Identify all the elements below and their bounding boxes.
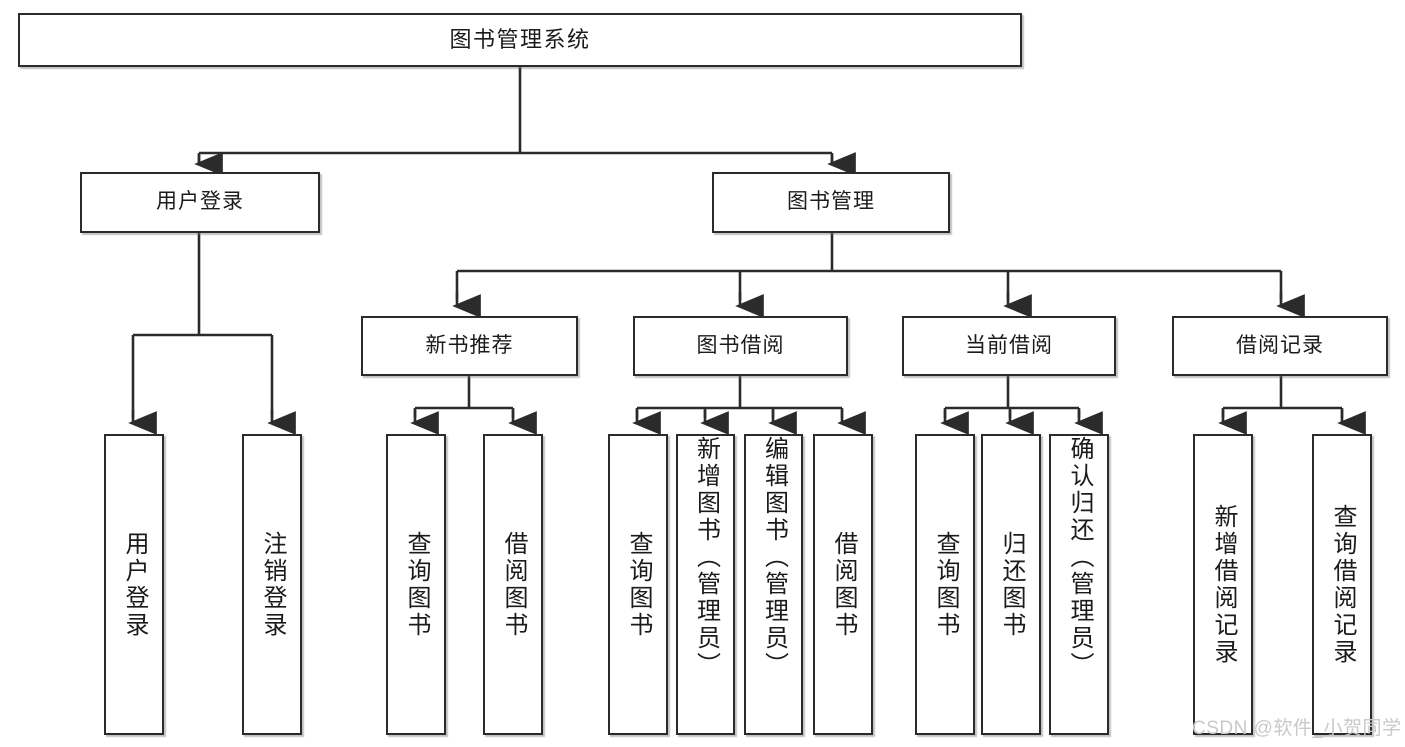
node-label: 新增图书（管理员） [692, 436, 720, 679]
node-user-login[interactable]: 用户登录 [80, 172, 320, 233]
node-new-book-recommend[interactable]: 新书推荐 [361, 316, 578, 376]
node-label: 借阅图书 [830, 530, 857, 639]
node-label: 新书推荐 [425, 333, 514, 357]
node-label: 注销登录 [259, 530, 286, 639]
csdn-watermark: CSDN @软件_小贺同学 [1192, 718, 1402, 739]
node-label: 查询图书 [625, 530, 652, 639]
node-label: 借阅记录 [1236, 333, 1324, 357]
leaf-confirm-return-admin[interactable]: 确认归还（管理员） [1049, 434, 1109, 735]
node-current-borrow[interactable]: 当前借阅 [902, 316, 1116, 376]
node-label: 查询图书 [932, 530, 959, 639]
leaf-add-borrow-record[interactable]: 新增借阅记录 [1193, 434, 1253, 735]
node-borrow-record[interactable]: 借阅记录 [1172, 316, 1388, 376]
node-label: 查询借阅记录 [1329, 503, 1356, 666]
node-label: 借阅图书 [500, 530, 527, 639]
leaf-user-login[interactable]: 用户登录 [104, 434, 164, 735]
leaf-query-borrow-record[interactable]: 查询借阅记录 [1312, 434, 1372, 735]
leaf-logout[interactable]: 注销登录 [242, 434, 302, 735]
leaf-edit-book-admin[interactable]: 编辑图书（管理员） [744, 434, 803, 735]
leaf-borrow-book[interactable]: 借阅图书 [813, 434, 873, 735]
node-label: 图书管理系统 [449, 27, 591, 53]
node-label: 归还图书 [998, 530, 1025, 639]
node-label: 确认归还（管理员） [1066, 436, 1093, 679]
leaf-query-book-recommend[interactable]: 查询图书 [386, 434, 446, 735]
leaf-query-book-borrow[interactable]: 查询图书 [608, 434, 668, 735]
leaf-return-book[interactable]: 归还图书 [981, 434, 1041, 735]
node-root-system[interactable]: 图书管理系统 [18, 13, 1022, 67]
node-label: 编辑图书（管理员） [760, 436, 788, 679]
node-label: 图书管理 [787, 190, 875, 214]
node-book-borrow[interactable]: 图书借阅 [633, 316, 848, 376]
node-book-management[interactable]: 图书管理 [712, 172, 950, 233]
node-label: 查询图书 [403, 530, 430, 639]
node-label: 用户登录 [156, 190, 244, 214]
leaf-borrow-book-recommend[interactable]: 借阅图书 [483, 434, 543, 735]
node-label: 当前借阅 [965, 333, 1053, 357]
node-label: 图书借阅 [696, 333, 785, 357]
node-label: 新增借阅记录 [1210, 503, 1237, 666]
node-label: 用户登录 [121, 530, 148, 639]
leaf-query-book-current[interactable]: 查询图书 [915, 434, 975, 735]
leaf-add-book-admin[interactable]: 新增图书（管理员） [676, 434, 735, 735]
